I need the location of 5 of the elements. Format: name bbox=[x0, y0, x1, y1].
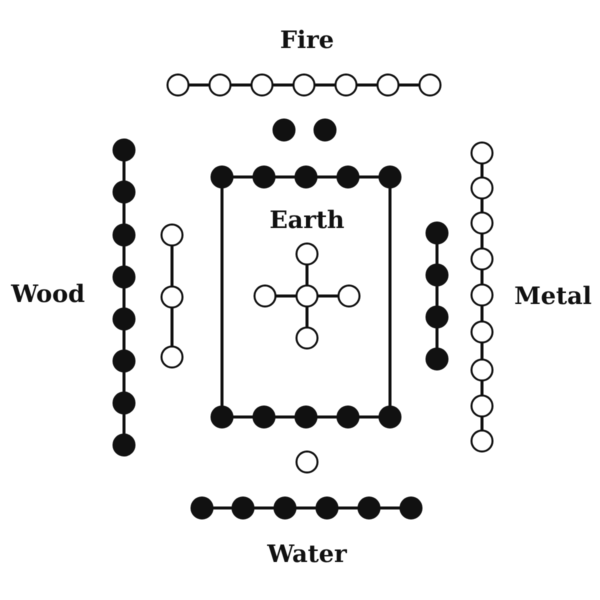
element-label: Earth bbox=[269, 206, 345, 234]
element-label: Wood bbox=[11, 280, 85, 308]
element-label: Metal bbox=[514, 282, 592, 310]
element-label: Fire bbox=[280, 26, 334, 54]
element-label: Water bbox=[267, 540, 347, 568]
